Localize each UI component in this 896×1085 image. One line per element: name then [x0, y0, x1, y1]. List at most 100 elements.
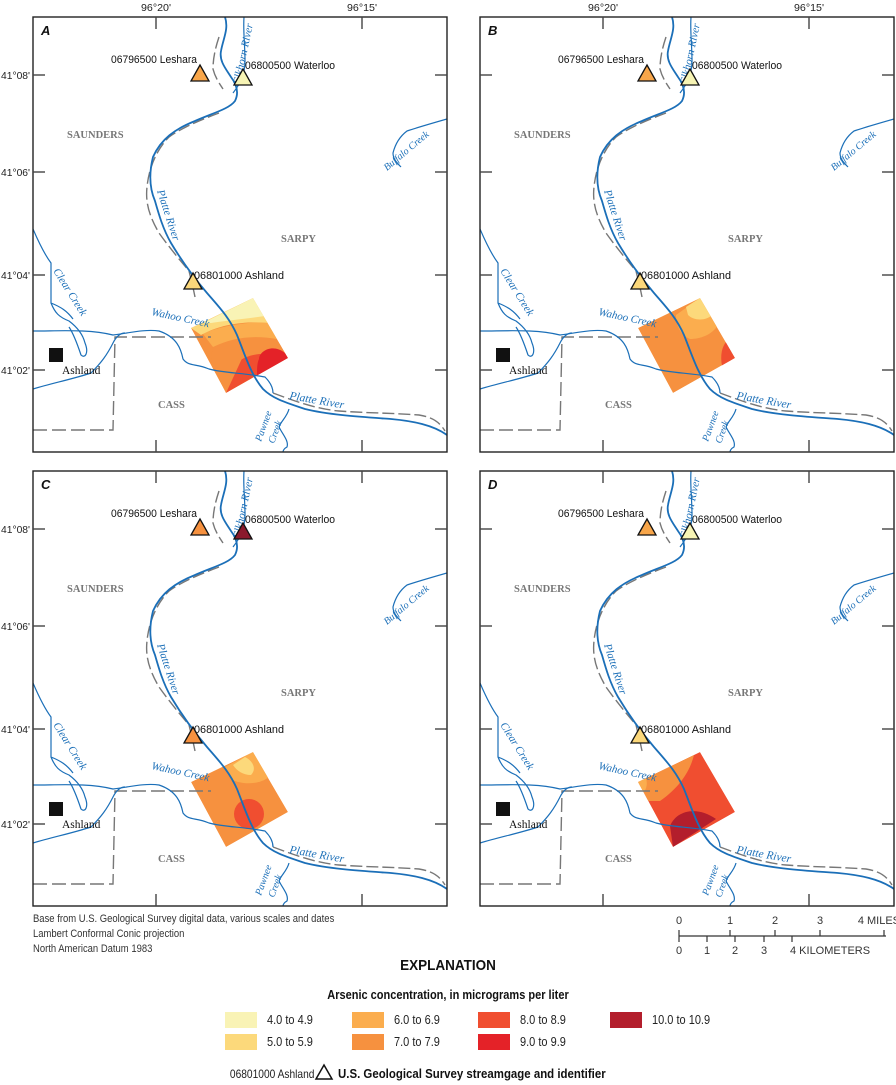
- gage-waterloo-triangle-icon[interactable]: [679, 67, 701, 86]
- latitude-tick-label: 41°06': [1, 621, 30, 633]
- legend-swatch: [352, 1012, 384, 1028]
- latitude-tick-label: 41°02': [1, 365, 30, 377]
- label-wahoo-creek: Wahoo Creek: [150, 306, 211, 330]
- longitude-tick-label: 96°20': [141, 2, 171, 14]
- label-cass-county: CASS: [158, 854, 185, 865]
- platte-river-line: [149, 17, 447, 436]
- svg-text:4 MILES: 4 MILES: [858, 915, 896, 927]
- county-boundary: [33, 790, 211, 885]
- gage-ashland-triangle-icon[interactable]: [629, 271, 651, 290]
- longitude-tick-label: 96°20': [588, 2, 618, 14]
- gage-waterloo-triangle-icon[interactable]: [232, 67, 254, 86]
- panel-letter: C: [41, 477, 51, 492]
- pawnee-creek-line: [278, 408, 290, 452]
- legend-swatch: [352, 1034, 384, 1050]
- arsenic-concentration-zones: [191, 298, 288, 393]
- latitude-tick-label: 41°06': [1, 167, 30, 179]
- label-saunders-county: SAUNDERS: [514, 584, 571, 595]
- label-gage-waterloo: 06800500 Waterloo: [245, 60, 335, 72]
- clear-creek-line: [33, 228, 88, 357]
- county-boundary: [480, 336, 658, 431]
- gage-ashland-triangle-icon[interactable]: [629, 725, 651, 744]
- label-wahoo-creek: Wahoo Creek: [597, 306, 658, 330]
- tributary-line: [480, 786, 573, 844]
- svg-text:2: 2: [732, 945, 738, 957]
- panel-letter: B: [488, 23, 497, 38]
- label-cass-county: CASS: [605, 400, 632, 411]
- panel-letter: A: [40, 23, 50, 38]
- arsenic-concentration-zones: [638, 752, 735, 847]
- latitude-tick-label: 41°08': [1, 70, 30, 82]
- county-boundary: [592, 36, 893, 432]
- legend-swatch: [478, 1012, 510, 1028]
- gage-waterloo-triangle-icon[interactable]: [232, 521, 254, 540]
- label-saunders-county: SAUNDERS: [67, 130, 124, 141]
- legend-item-10-10.9: 10.0 to 10.9: [610, 1012, 718, 1028]
- clear-creek-line: [33, 682, 88, 811]
- label-sarpy-county: SARPY: [728, 688, 763, 699]
- label-ashland-town: Ashland: [509, 819, 548, 831]
- tributary-line: [33, 786, 126, 844]
- label-platte-river-upper: Platte River: [601, 187, 629, 243]
- label-gage-waterloo: 06800500 Waterloo: [692, 60, 782, 72]
- platte-river-line: [149, 471, 447, 890]
- gage-ashland-triangle-icon[interactable]: [182, 271, 204, 290]
- label-platte-river-lower: Platte River: [287, 390, 345, 412]
- tributary-line: [33, 332, 126, 390]
- arsenic-concentration-zones: [191, 752, 288, 847]
- county-boundary: [145, 490, 446, 886]
- legend-gage-description: U.S. Geological Survey streamgage and id…: [338, 1066, 607, 1081]
- label-ashland-town: Ashland: [62, 365, 101, 377]
- explanation-title: EXPLANATION: [400, 957, 496, 974]
- gage-leshara-triangle-icon[interactable]: [189, 63, 211, 82]
- label-saunders-county: SAUNDERS: [67, 584, 124, 595]
- label-gage-leshara: 06796500 Leshara: [558, 54, 645, 66]
- legend-swatch: [225, 1012, 257, 1028]
- label-clear-creek: Clear Creek: [497, 266, 536, 319]
- label-gage-ashland: 06801000 Ashland: [194, 270, 284, 282]
- wahoo-creek-line: [33, 783, 274, 848]
- pawnee-creek-line: [725, 408, 737, 452]
- gage-leshara-triangle-icon[interactable]: [189, 517, 211, 536]
- label-gage-ashland: 06801000 Ashland: [194, 724, 284, 736]
- label-gage-waterloo: 06800500 Waterloo: [692, 514, 782, 526]
- arsenic-concentration-zones: [638, 298, 735, 393]
- label-clear-creek: Clear Creek: [50, 720, 89, 773]
- label-sarpy-county: SARPY: [281, 234, 316, 245]
- legend-item-6-6.9: 6.0 to 6.9: [352, 1012, 446, 1028]
- tributary-line: [480, 332, 573, 390]
- latitude-tick-label: 41°04': [1, 270, 30, 282]
- legend-item-8-8.9: 8.0 to 8.9: [478, 1012, 572, 1028]
- buffalo-creek-line: [392, 118, 447, 168]
- buffalo-creek-line: [839, 572, 894, 622]
- triangle-gage-icon: [315, 1063, 334, 1080]
- latitude-tick-label: 41°04': [1, 724, 30, 736]
- gage-waterloo-triangle-icon[interactable]: [679, 521, 701, 540]
- wahoo-creek-line: [480, 783, 721, 848]
- map-frame: [32, 470, 448, 907]
- label-gage-ashland: 06801000 Ashland: [641, 270, 731, 282]
- label-clear-creek: Clear Creek: [497, 720, 536, 773]
- label-buffalo-creek: Buffalo Creek: [829, 129, 879, 173]
- label-gage-leshara: 06796500 Leshara: [111, 508, 198, 520]
- label-buffalo-creek: Buffalo Creek: [382, 129, 432, 173]
- label-gage-waterloo: 06800500 Waterloo: [245, 514, 335, 526]
- label-wahoo-creek: Wahoo Creek: [597, 760, 658, 784]
- svg-text:0: 0: [676, 915, 682, 927]
- buffalo-creek-line: [839, 118, 894, 168]
- legend-swatch: [610, 1012, 642, 1028]
- label-platte-river-upper: Platte River: [601, 641, 629, 697]
- platte-river-line: [596, 17, 894, 436]
- label-buffalo-creek: Buffalo Creek: [382, 583, 432, 627]
- gage-leshara-triangle-icon[interactable]: [636, 63, 658, 82]
- svg-text:4 KILOMETERS: 4 KILOMETERS: [790, 945, 870, 957]
- legend-item-7-7.9: 7.0 to 7.9: [352, 1034, 446, 1050]
- gage-leshara-triangle-icon[interactable]: [636, 517, 658, 536]
- label-gage-leshara: 06796500 Leshara: [558, 508, 645, 520]
- gage-ashland-triangle-icon[interactable]: [182, 725, 204, 744]
- map-frame: [32, 16, 448, 453]
- county-boundary: [145, 36, 446, 432]
